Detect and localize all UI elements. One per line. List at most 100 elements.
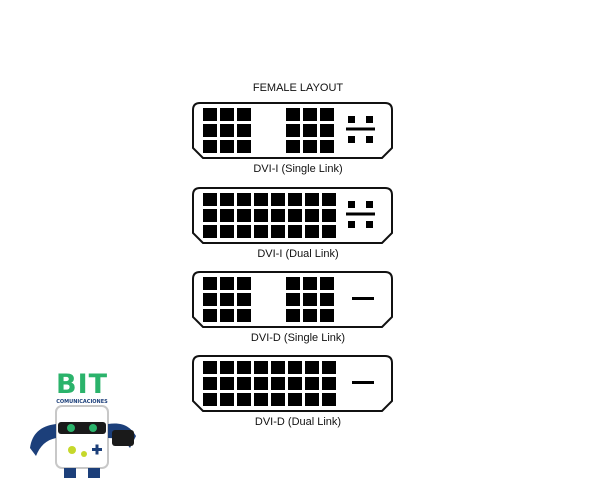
mascot-body [55,405,109,469]
pin [288,225,302,238]
pin [220,108,234,121]
connector-drawing [192,102,393,159]
analog-blade [346,127,375,131]
pin [220,209,234,222]
pin [303,124,317,137]
pin [303,140,317,153]
caption-dvi-i-dual: DVI-I (Dual Link) [257,248,339,260]
pin [203,209,217,222]
pin [288,209,302,222]
pin [220,361,234,374]
connector-drawing [192,271,393,328]
caption-dvi-d-single: DVI-D (Single Link) [250,332,346,344]
pin [271,361,285,374]
pin [220,309,234,322]
pin [254,225,268,238]
mascot-button [68,446,76,454]
pin [254,193,268,206]
pin [322,225,336,238]
pin [288,377,302,390]
pin [237,361,251,374]
analog-pin [366,116,373,123]
pin [237,108,251,121]
pin [320,293,334,306]
pin [288,361,302,374]
bit-mascot-logo [30,405,136,478]
mascot-left-arm [30,424,56,456]
pin [303,309,317,322]
pin [203,193,217,206]
pin [220,277,234,290]
pin [237,393,251,406]
pin [254,393,268,406]
pin [320,140,334,153]
analog-blade [346,212,375,216]
pin [237,293,251,306]
pin [203,309,217,322]
pin [320,277,334,290]
connector-dvi-d-single [192,271,394,329]
pin [303,293,317,306]
pin [305,209,319,222]
analog-pin [348,116,355,123]
pin [203,377,217,390]
pin [286,124,300,137]
pin [288,193,302,206]
mascot-device [112,430,134,446]
pin [203,124,217,137]
caption-dvi-i-single: DVI-I (Single Link) [253,163,343,175]
pin [320,309,334,322]
ground-blade [352,381,374,384]
pin [237,193,251,206]
pin [220,377,234,390]
pin [322,377,336,390]
pin [286,309,300,322]
pin [286,108,300,121]
pin [237,140,251,153]
diagram-title: FEMALE LAYOUT [252,82,344,94]
pin [303,277,317,290]
pin [237,124,251,137]
analog-pin [366,201,373,208]
connector-dvi-i-dual [192,187,394,245]
pin [254,377,268,390]
pin [286,293,300,306]
pin [271,193,285,206]
pin [322,393,336,406]
pin [203,277,217,290]
pin [271,209,285,222]
pin [220,293,234,306]
logo-subtitle: COMUNICACIONES [56,399,108,405]
pin [220,225,234,238]
analog-pin [348,136,355,143]
pin [254,361,268,374]
analog-pin [366,221,373,228]
pin [305,393,319,406]
caption-dvi-d-dual: DVI-D (Dual Link) [254,416,342,428]
pin [320,124,334,137]
pin [254,209,268,222]
analog-pin [348,221,355,228]
pin [271,377,285,390]
pin [220,124,234,137]
pin [320,108,334,121]
mascot-glasses [58,422,106,434]
pin [286,277,300,290]
pin [271,225,285,238]
pin [305,361,319,374]
connector-dvi-d-dual [192,355,394,413]
pin [237,225,251,238]
connector-drawing [192,187,393,244]
pin [303,108,317,121]
logo-name: BIT [56,369,109,400]
pin [322,193,336,206]
connector-dvi-i-single [192,102,394,160]
pin [322,209,336,222]
pin [305,193,319,206]
pin [203,225,217,238]
analog-pin [348,201,355,208]
analog-pin [366,136,373,143]
connector-drawing [192,355,393,412]
pin [288,393,302,406]
pin [271,393,285,406]
